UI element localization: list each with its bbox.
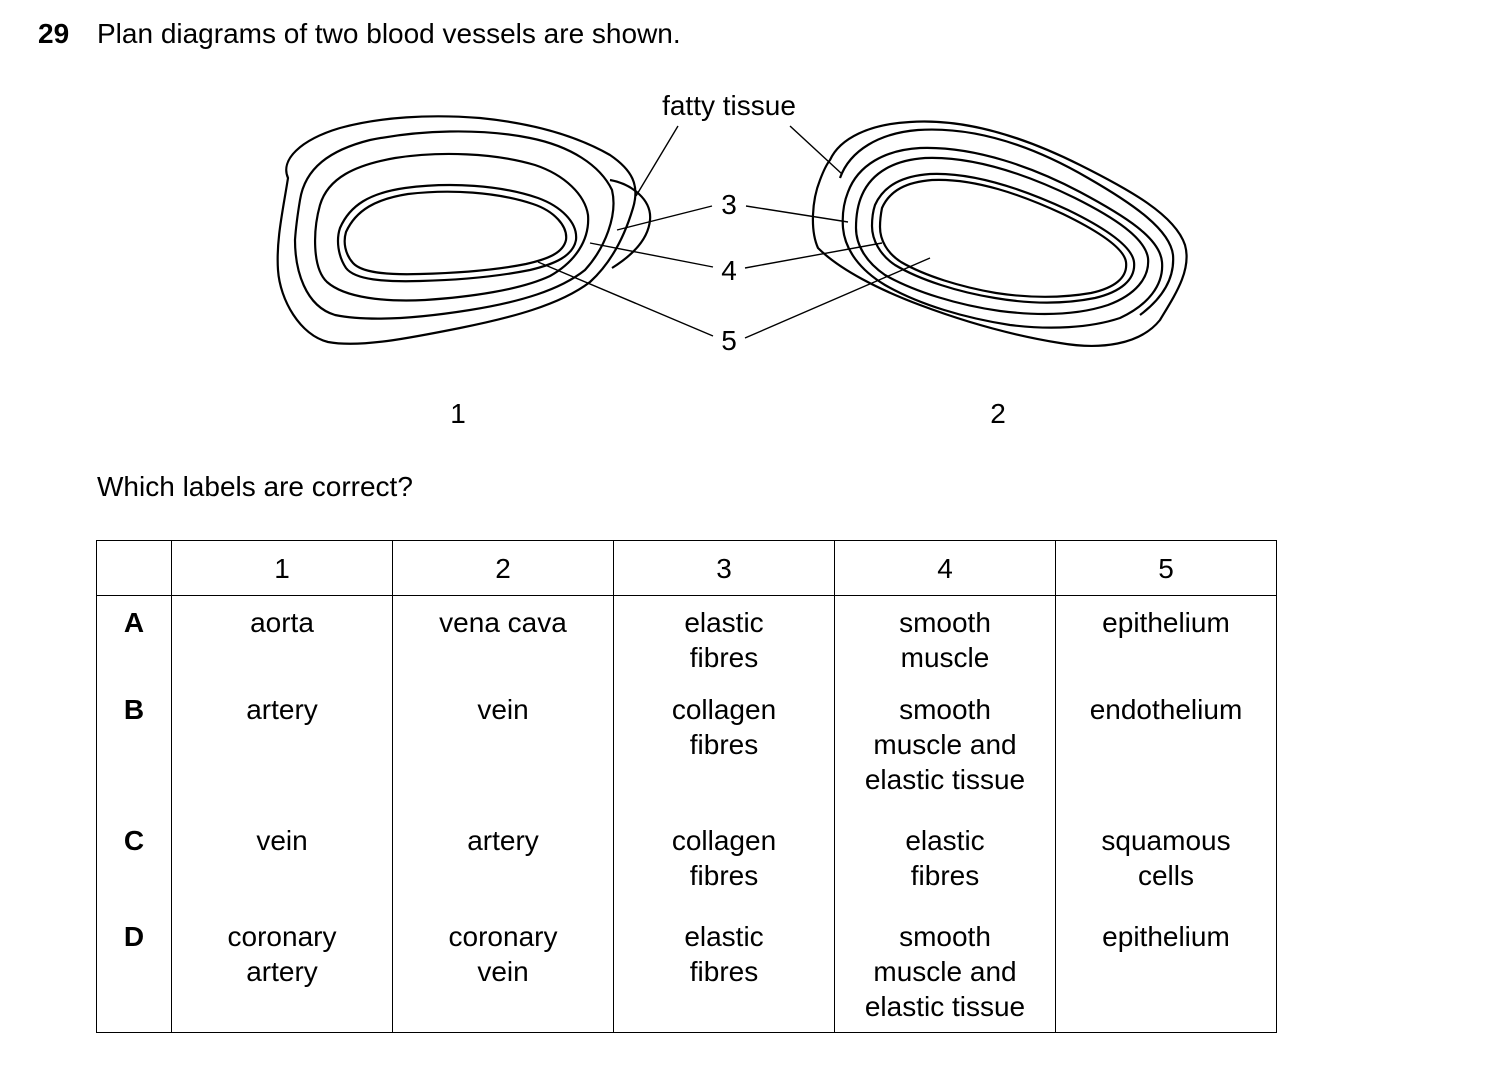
cell-text-line: fibres	[689, 729, 759, 760]
cell-text-line: elastic	[684, 921, 764, 952]
option-letter: C	[96, 823, 172, 919]
cell-text-line: epithelium	[1102, 607, 1230, 638]
table-cell: endothelium	[1055, 692, 1277, 823]
cell-text-line: collagen	[671, 694, 777, 725]
vessel-2-lumen-inner	[878, 178, 1128, 298]
question-number: 29	[38, 18, 70, 49]
cell-text-line: elastic	[905, 825, 985, 856]
cell-text-line: elastic tissue	[864, 991, 1026, 1022]
label-4: 4	[721, 255, 737, 286]
table-cell: artery	[392, 823, 614, 919]
table-cell: elastic fibres	[834, 823, 1056, 919]
cell-text-line: elastic tissue	[864, 764, 1026, 795]
fatty-tissue-label: fatty tissue	[662, 90, 796, 121]
label-3-leader-left	[616, 205, 713, 231]
cell-text-line: coronary	[448, 921, 558, 952]
vessel-1-fatty-tissue-layer	[609, 178, 652, 269]
table-cell: aorta	[171, 595, 393, 692]
cell-text-line: collagen	[671, 825, 777, 856]
table-cell: artery	[171, 692, 393, 823]
vessel-2-middle-wall	[841, 146, 1164, 329]
label-3-leader-right	[745, 205, 849, 223]
table-header-cell	[96, 540, 172, 596]
table-cell: epithelium	[1055, 595, 1277, 692]
cell-text-line: fibres	[910, 860, 980, 891]
vessel-2-fatty-tissue-layer	[838, 128, 1175, 316]
fatty-tissue-leader-left	[635, 125, 679, 197]
cell-text-line: vein	[477, 956, 529, 987]
cell-text-line: squamous	[1101, 825, 1231, 856]
cell-text-line: epithelium	[1102, 921, 1230, 952]
table-header-cell: 5	[1055, 540, 1277, 596]
vessel-2-label: 2	[990, 398, 1006, 429]
label-4-leader-left	[589, 242, 714, 268]
table-cell: coronary vein	[392, 919, 614, 1033]
table-header-row: 1 2 3 4 5	[96, 540, 1277, 596]
table-header-cell: 2	[392, 540, 614, 596]
table-cell: vein	[171, 823, 393, 919]
label-5: 5	[721, 325, 737, 356]
cell-text-line: muscle and	[873, 729, 1017, 760]
label-4-leader-right	[744, 242, 883, 269]
cell-text-line: elastic	[684, 607, 764, 638]
cell-text-line: artery	[467, 825, 539, 856]
vessel-2-outer-wall	[811, 120, 1188, 347]
table-cell: epithelium	[1055, 919, 1277, 1033]
table-header-cell: 4	[834, 540, 1056, 596]
cell-text-line: muscle and	[873, 956, 1017, 987]
cell-text-line: smooth	[899, 607, 991, 638]
option-letter: A	[96, 595, 172, 692]
option-letter: B	[96, 692, 172, 823]
cell-text-line: vein	[256, 825, 308, 856]
cell-text-line: muscle	[900, 642, 990, 673]
label-5-leader-left	[537, 261, 714, 337]
vessel-1-outer-wall	[276, 115, 637, 345]
label-3: 3	[721, 189, 737, 220]
table-cell: coronary artery	[171, 919, 393, 1033]
table-cell: vein	[392, 692, 614, 823]
vessel-1-label: 1	[450, 398, 466, 429]
vessel-2-lumen-outer	[870, 172, 1136, 304]
question-text: Plan diagrams of two blood vessels are s…	[97, 18, 681, 49]
cell-text-line: endothelium	[1089, 694, 1243, 725]
table-cell: smooth muscle and elastic tissue	[834, 692, 1056, 823]
cell-text-line: artery	[246, 694, 318, 725]
cell-text-line: vein	[477, 694, 529, 725]
table-cell: vena cava	[392, 595, 614, 692]
vessel-1-lumen-outer	[336, 183, 578, 283]
option-letter: D	[96, 919, 172, 1033]
cell-text-line: artery	[246, 956, 318, 987]
question-prompt: Which labels are correct?	[97, 471, 413, 502]
cell-text-line: vena cava	[439, 607, 567, 638]
cell-text-line: coronary	[227, 921, 337, 952]
vessel-1-inner-wall	[314, 152, 590, 302]
table-cell: smooth muscle and elastic tissue	[834, 919, 1056, 1033]
table-cell: collagen fibres	[613, 692, 835, 823]
table-cell: squamous cells	[1055, 823, 1277, 919]
cell-text-line: fibres	[689, 642, 759, 673]
cell-text-line: fibres	[689, 956, 759, 987]
table-header-cell: 3	[613, 540, 835, 596]
vessel-2-inner-wall	[854, 156, 1150, 316]
label-5-leader-right	[744, 257, 931, 339]
table-cell: collagen fibres	[613, 823, 835, 919]
table-cell: elastic fibres	[613, 919, 835, 1033]
table-cell: smooth muscle	[834, 595, 1056, 692]
table-header-cell: 1	[171, 540, 393, 596]
fatty-tissue-leader-right	[789, 125, 843, 175]
cell-text-line: aorta	[250, 607, 314, 638]
cell-text-line: smooth	[899, 694, 991, 725]
table-cell: elastic fibres	[613, 595, 835, 692]
vessel-1-middle-wall	[293, 130, 615, 320]
cell-text-line: cells	[1137, 860, 1194, 891]
blood-vessel-diagram: fatty tissue 3 4 5 1 2	[0, 0, 1500, 440]
vessel-1-lumen-inner	[343, 190, 568, 276]
cell-text-line: fibres	[689, 860, 759, 891]
cell-text-line: smooth	[899, 921, 991, 952]
